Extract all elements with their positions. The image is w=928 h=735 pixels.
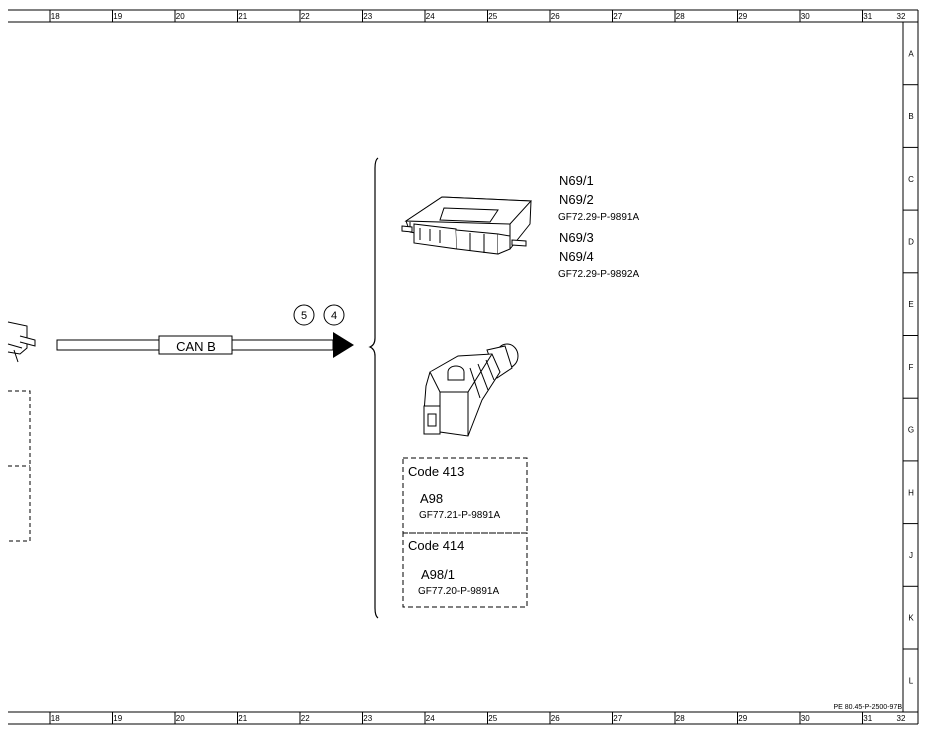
module-label-n69-4: N69/4 — [559, 249, 594, 264]
column-label-21: 21 — [238, 12, 247, 21]
column-label-18: 18 — [51, 714, 60, 723]
a98-1-ref: GF77.20-P-9891A — [418, 586, 499, 597]
circle-marker-4 — [323, 304, 345, 326]
column-label-29: 29 — [738, 714, 747, 723]
column-label-20: 20 — [176, 714, 185, 723]
row-label-C: C — [908, 175, 914, 184]
module-label-n69-2: N69/2 — [559, 192, 594, 207]
column-label-24: 24 — [426, 12, 435, 21]
row-label-F: F — [909, 363, 914, 372]
column-label-21: 21 — [238, 714, 247, 723]
can-bus-label-box — [158, 335, 233, 355]
column-label-29: 29 — [738, 12, 747, 21]
column-label-22: 22 — [301, 714, 310, 723]
column-label-23: 23 — [363, 12, 372, 21]
a98-ref: GF77.21-P-9891A — [419, 510, 500, 521]
module-ref-1: GF72.29-P-9891A — [558, 212, 639, 223]
row-label-B: B — [908, 112, 913, 121]
column-label-32: 32 — [897, 12, 906, 21]
column-label-26: 26 — [551, 714, 560, 723]
can-b-bus: CAN B 5 4 — [56, 304, 354, 358]
row-label-J: J — [909, 551, 913, 560]
module-ref-2: GF72.29-P-9892A — [558, 269, 639, 280]
column-label-31: 31 — [863, 12, 872, 21]
column-label-20: 20 — [176, 12, 185, 21]
column-label-26: 26 — [551, 12, 560, 21]
code-413-box — [402, 457, 528, 534]
row-label-E: E — [908, 300, 913, 309]
circle-marker-5 — [293, 304, 315, 326]
column-label-27: 27 — [613, 12, 622, 21]
partial-dashed-box-left — [8, 390, 31, 542]
row-label-A: A — [908, 49, 914, 58]
row-label-L: L — [909, 676, 914, 685]
column-label-19: 19 — [113, 714, 122, 723]
right-row-ruler: A B C D E F G H J K L — [903, 49, 918, 685]
top-column-ruler: 18 19 20 21 22 23 24 25 26 27 28 29 30 31 32 — [49, 10, 906, 22]
connector-component-drawing — [423, 343, 519, 437]
bus-arrow-head — [333, 332, 354, 358]
row-label-D: D — [908, 237, 914, 246]
column-label-19: 19 — [113, 12, 122, 21]
grouping-brace — [368, 157, 379, 619]
column-label-23: 23 — [363, 714, 372, 723]
partial-component-left — [7, 321, 36, 363]
column-label-28: 28 — [676, 12, 685, 21]
module-label-n69-1: N69/1 — [559, 173, 594, 188]
drawing-number: PE 80.45-P-2500-97B — [834, 704, 903, 711]
column-label-30: 30 — [801, 12, 810, 21]
module-label-n69-3: N69/3 — [559, 230, 594, 245]
column-label-30: 30 — [801, 714, 810, 723]
column-label-28: 28 — [676, 714, 685, 723]
column-label-25: 25 — [488, 714, 497, 723]
column-label-24: 24 — [426, 714, 435, 723]
can-bus-label: CAN B — [176, 339, 216, 354]
bottom-column-ruler: 18 19 20 21 22 23 24 25 26 27 28 29 30 31 32 — [49, 712, 906, 724]
column-label-22: 22 — [301, 12, 310, 21]
column-label-25: 25 — [488, 12, 497, 21]
a98-label: A98 — [420, 491, 443, 506]
row-label-G: G — [908, 426, 914, 435]
row-label-K: K — [908, 614, 914, 623]
column-label-32: 32 — [897, 714, 906, 723]
code-414-label: Code 414 — [408, 538, 464, 553]
column-label-18: 18 — [51, 12, 60, 21]
circle-marker-4-label: 4 — [331, 310, 337, 322]
column-label-31: 31 — [863, 714, 872, 723]
control-module-drawing — [401, 196, 533, 255]
circle-marker-5-label: 5 — [301, 310, 307, 322]
frame — [8, 9, 919, 725]
code-414-box — [402, 532, 528, 608]
column-label-27: 27 — [613, 714, 622, 723]
code-413-label: Code 413 — [408, 464, 464, 479]
row-label-H: H — [908, 488, 914, 497]
a98-1-label: A98/1 — [421, 567, 455, 582]
